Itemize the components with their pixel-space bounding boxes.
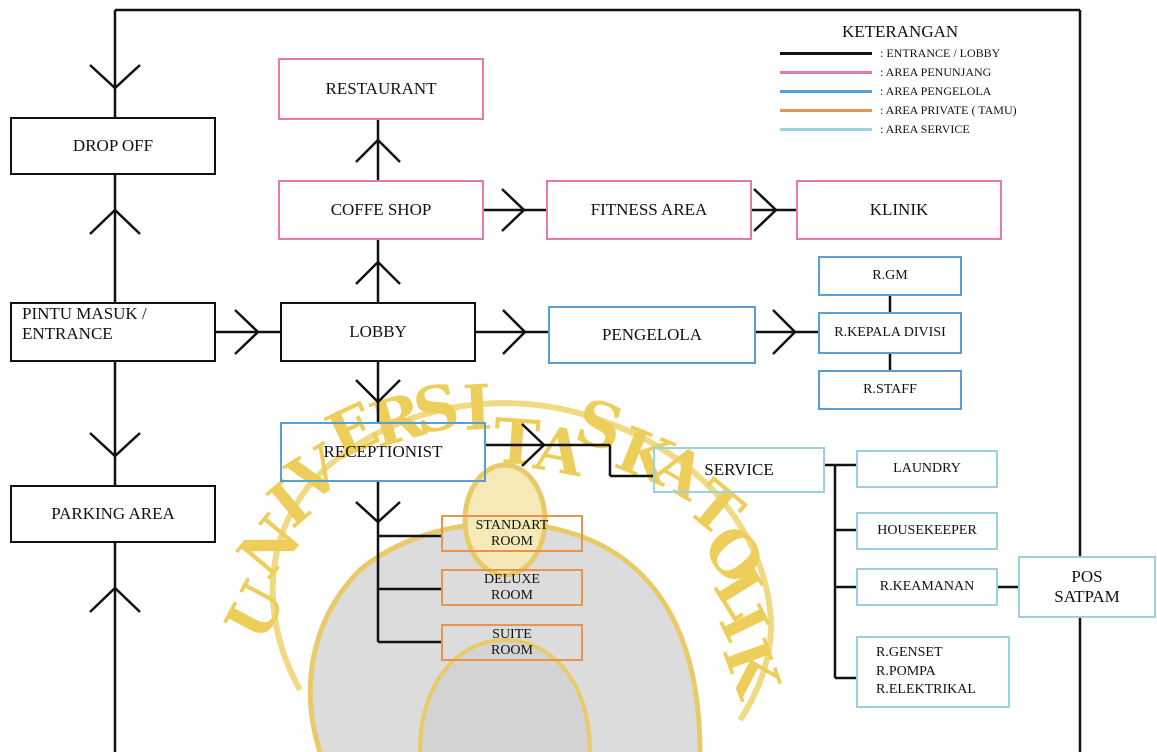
node-klinik: KLINIK bbox=[796, 180, 1002, 240]
node-suite-room: SUITE ROOM bbox=[441, 624, 583, 661]
node-coffee-shop: COFFE SHOP bbox=[278, 180, 484, 240]
node-laundry: LAUNDRY bbox=[856, 450, 998, 488]
legend-label: : AREA PENUNJANG bbox=[880, 65, 992, 79]
node-r-staff: R.STAFF bbox=[818, 370, 962, 410]
node-label-line1: STANDART bbox=[475, 518, 549, 534]
node-service: SERVICE bbox=[653, 447, 825, 493]
watermark-letter: I bbox=[461, 371, 494, 445]
node-label-line2: SATPAM bbox=[1054, 587, 1120, 606]
legend-label: : ENTRANCE / LOBBY bbox=[880, 46, 1001, 60]
node-label: DROP OFF bbox=[72, 135, 154, 155]
node-label: LOBBY bbox=[349, 321, 407, 341]
node-label-line1: POS bbox=[1071, 566, 1103, 586]
node-label-line1: R.GENSET bbox=[876, 644, 943, 660]
node-pos-satpam: POS SATPAM bbox=[1018, 556, 1156, 618]
node-label-line2: ROOM bbox=[490, 642, 533, 658]
node-label-line3: R.ELEKTRIKAL bbox=[876, 682, 976, 698]
node-label: COFFE SHOP bbox=[330, 199, 432, 219]
node-label-line2: ENTRANCE bbox=[22, 324, 113, 344]
node-r-kepala-divisi: R.KEPALA DIVISI bbox=[818, 312, 962, 354]
legend-label: : AREA PRIVATE ( TAMU) bbox=[880, 103, 1017, 117]
legend-swatch bbox=[780, 109, 872, 112]
node-label-line2: ROOM bbox=[490, 587, 533, 603]
legend-swatch bbox=[780, 90, 872, 93]
node-label: RECEPTIONIST bbox=[323, 441, 443, 461]
node-label: LAUNDRY bbox=[893, 460, 961, 476]
legend-label: : AREA SERVICE bbox=[880, 122, 970, 136]
legend: KETERANGAN : ENTRANCE / LOBBY : AREA PEN… bbox=[780, 22, 1060, 139]
node-drop-off: DROP OFF bbox=[10, 117, 216, 175]
legend-title: KETERANGAN bbox=[842, 22, 959, 41]
node-restaurant: RESTAURANT bbox=[278, 58, 484, 120]
node-parking-area: PARKING AREA bbox=[10, 485, 216, 543]
node-label: RESTAURANT bbox=[325, 78, 437, 98]
node-label: SERVICE bbox=[704, 459, 774, 479]
legend-swatch bbox=[780, 52, 872, 55]
node-label: PENGELOLA bbox=[601, 324, 703, 344]
node-label-line2: R.POMPA bbox=[876, 663, 936, 679]
node-fitness-area: FITNESS AREA bbox=[546, 180, 752, 240]
legend-item-pengelola: : AREA PENGELOLA bbox=[780, 82, 1060, 101]
node-label: KLINIK bbox=[869, 199, 929, 219]
legend-item-private: : AREA PRIVATE ( TAMU) bbox=[780, 101, 1060, 120]
legend-item-entrance: : ENTRANCE / LOBBY bbox=[780, 44, 1060, 63]
node-standart-room: STANDART ROOM bbox=[441, 515, 583, 552]
node-housekeeper: HOUSEKEEPER bbox=[856, 512, 998, 550]
node-receptionist: RECEPTIONIST bbox=[280, 422, 486, 482]
legend-item-penunjang: : AREA PENUNJANG bbox=[780, 63, 1060, 82]
watermark-letter: T bbox=[491, 404, 542, 480]
node-label-line1: DELUXE bbox=[484, 572, 540, 588]
node-label: R.KEAMANAN bbox=[879, 578, 975, 594]
node-label-line1: SUITE bbox=[492, 627, 532, 643]
node-r-gm: R.GM bbox=[818, 256, 962, 296]
node-r-keamanan: R.KEAMANAN bbox=[856, 568, 998, 606]
node-deluxe-room: DELUXE ROOM bbox=[441, 569, 583, 606]
legend-swatch bbox=[780, 128, 872, 131]
node-label: FITNESS AREA bbox=[590, 199, 708, 219]
node-label-line1: PINTU MASUK / bbox=[22, 304, 147, 323]
node-lobby: LOBBY bbox=[280, 302, 476, 362]
node-entrance: PINTU MASUK / ENTRANCE bbox=[10, 302, 216, 362]
node-pengelola: PENGELOLA bbox=[548, 306, 756, 364]
legend-label: : AREA PENGELOLA bbox=[880, 84, 992, 98]
node-label: R.GM bbox=[872, 267, 908, 283]
legend-item-service: : AREA SERVICE bbox=[780, 120, 1060, 139]
node-r-genset: R.GENSET R.POMPA R.ELEKTRIKAL bbox=[856, 636, 1010, 708]
node-label-line2: ROOM bbox=[490, 533, 533, 549]
legend-swatch bbox=[780, 71, 872, 74]
node-label: R.KEPALA DIVISI bbox=[834, 324, 946, 340]
node-label: PARKING AREA bbox=[51, 503, 175, 523]
connector-lines bbox=[89, 8, 1082, 752]
node-label: HOUSEKEEPER bbox=[877, 522, 977, 538]
node-label: R.STAFF bbox=[863, 381, 917, 397]
